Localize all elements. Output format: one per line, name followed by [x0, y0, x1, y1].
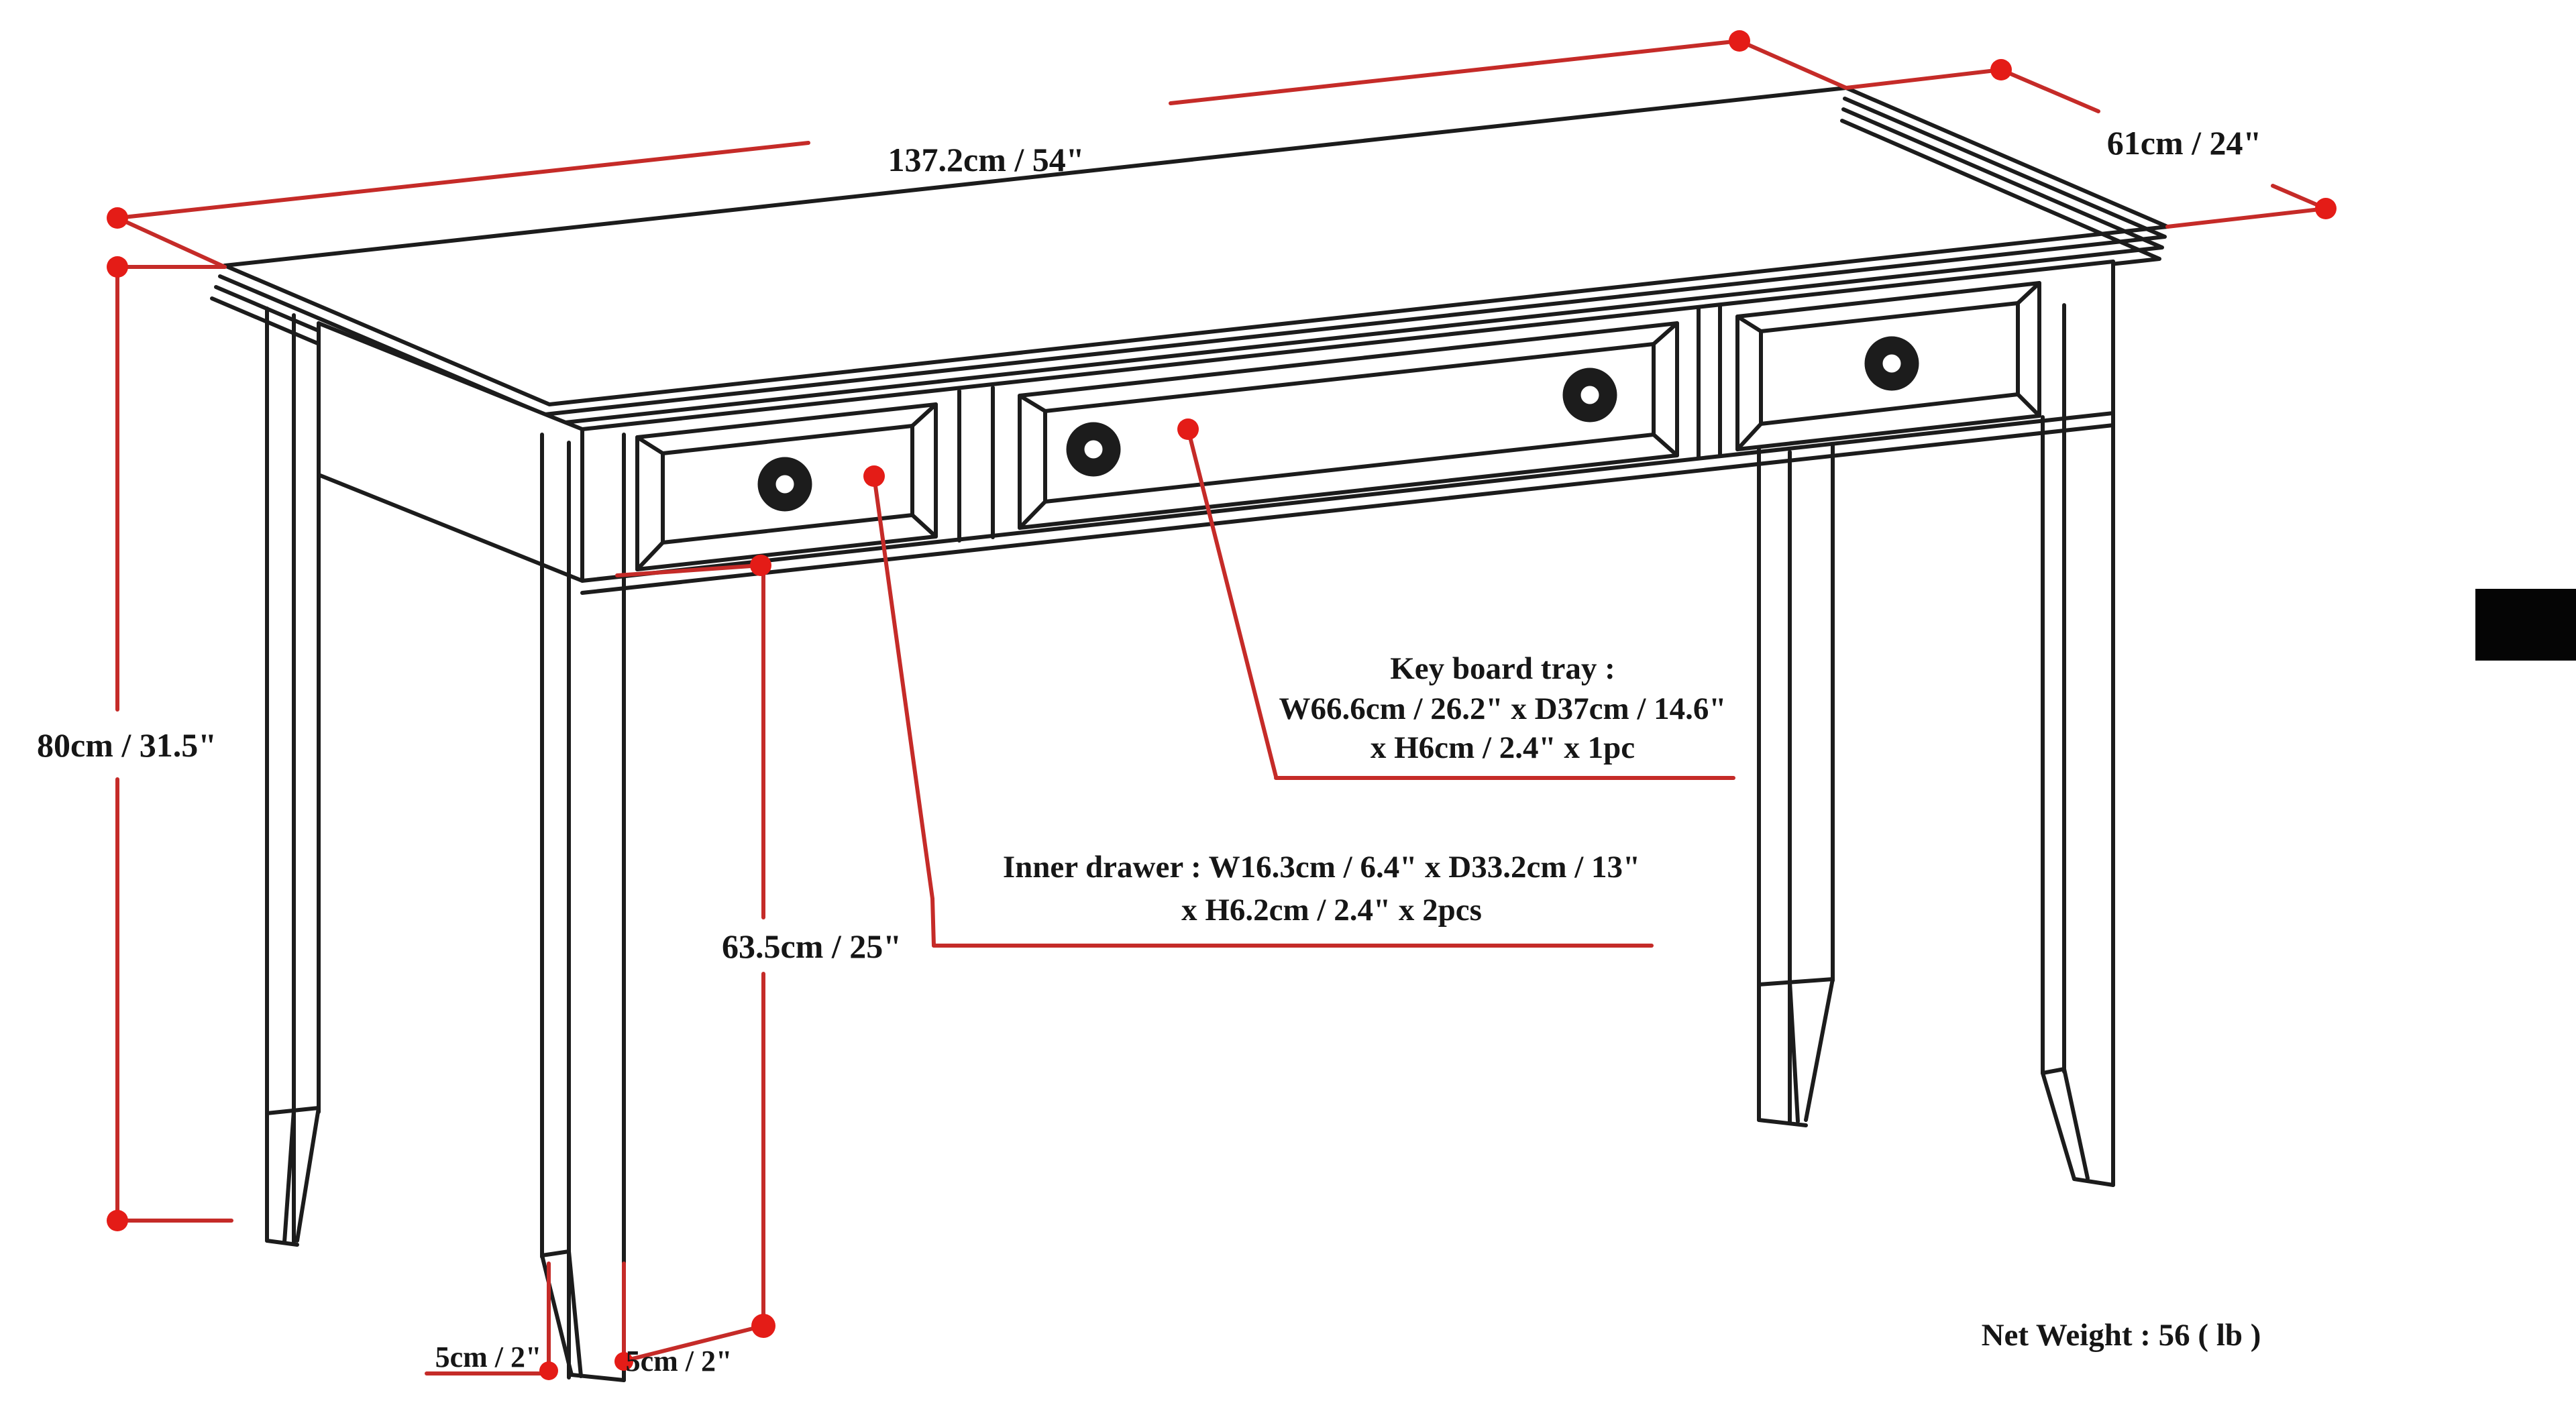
dot-height-top	[107, 256, 128, 278]
dim-leg-height-label: 63.5cm / 25"	[722, 928, 902, 965]
apron-bottom-lip	[580, 423, 2115, 595]
leg-front-right	[2041, 260, 2115, 1187]
drawer-center	[1018, 321, 1679, 530]
leg-back-right	[1757, 442, 1835, 1127]
dot-leg-height-top	[750, 555, 771, 576]
dim-height-line	[115, 265, 233, 1223]
dim-depth-label: 61cm / 24"	[2107, 124, 2262, 162]
black-edge-marker	[2475, 589, 2576, 661]
desk-drawing	[210, 86, 2169, 1382]
leg-back-left	[265, 306, 321, 1247]
dot-depth-top	[1990, 59, 2012, 80]
dim-foot-right-label: 5cm / 2"	[626, 1345, 733, 1378]
keyboard-tray-note-line3: x H6cm / 2.4" x 1pc	[1371, 730, 1635, 765]
stile-center-right	[1697, 304, 1722, 459]
dot-foot-right	[614, 1352, 633, 1371]
dot-leg-height-bottom	[751, 1314, 775, 1338]
dim-foot-left-label: 5cm / 2"	[435, 1341, 542, 1373]
keyboard-tray-leader	[1186, 427, 1735, 780]
keyboard-tray-note: Key board tray : W66.6cm / 26.2" x D37cm…	[1279, 651, 1726, 765]
dim-width-line	[115, 39, 1848, 269]
dot-foot-left	[539, 1361, 558, 1380]
drawer-right	[1735, 281, 2041, 451]
dot-keyboard-tray	[1177, 418, 1199, 440]
inner-drawer-note-line1: Inner drawer : W16.3cm / 6.4" x D33.2cm …	[1003, 850, 1640, 885]
dot-depth-bottom	[2315, 198, 2337, 219]
dot-inner-drawer	[863, 465, 885, 487]
knob-right-drawer	[1864, 336, 1919, 391]
inner-drawer-leader	[872, 474, 1654, 948]
knob-center-drawer-left	[1066, 422, 1121, 477]
dot-width-right	[1729, 30, 1750, 52]
dimension-lines	[115, 39, 2328, 1375]
dot-width-left	[107, 207, 128, 229]
drawer-left	[635, 402, 938, 571]
stile-left-center	[957, 386, 995, 543]
inner-drawer-note-line2: x H6.2cm / 2.4" x 2pcs	[1181, 893, 1482, 928]
dim-width-label: 137.2cm / 54"	[888, 141, 1085, 178]
dim-leg-height-line	[615, 563, 765, 1362]
dimension-dots	[107, 30, 2337, 1380]
net-weight-label: Net Weight : 56 ( lb )	[1982, 1318, 2261, 1353]
keyboard-tray-note-line2: W66.6cm / 26.2" x D37cm / 14.6"	[1279, 691, 1726, 726]
knob-center-drawer-right	[1562, 368, 1617, 423]
keyboard-tray-note-line1: Key board tray :	[1390, 651, 1615, 686]
dot-height-bottom	[107, 1210, 128, 1231]
desk-top-molding-1	[218, 97, 2167, 416]
knob-left-drawer	[757, 457, 812, 512]
inner-drawer-note: Inner drawer : W16.3cm / 6.4" x D33.2cm …	[1003, 850, 1640, 928]
dim-height-label: 80cm / 31.5"	[37, 726, 217, 764]
dim-foot-lines	[425, 1261, 626, 1375]
